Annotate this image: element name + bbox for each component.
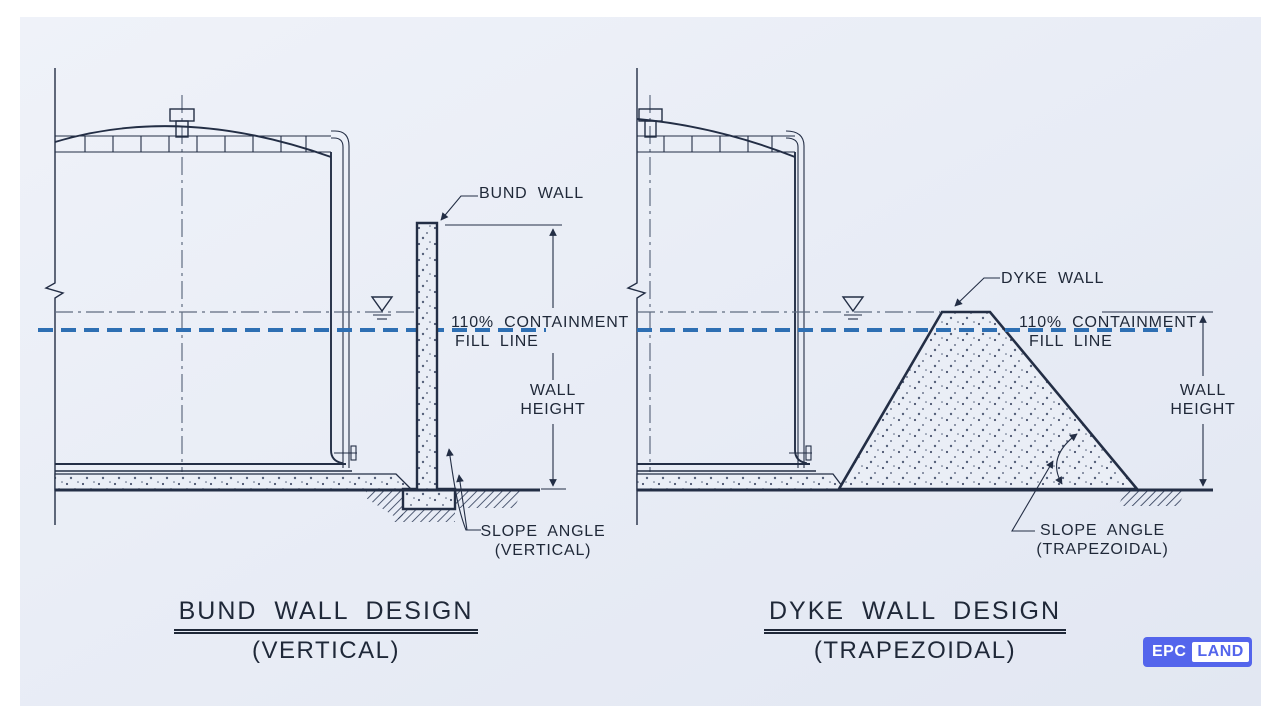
- slope-angle-label: SLOPE ANGLE (VERTICAL): [480, 523, 606, 559]
- bund-wall-leader-arrow: [440, 195, 478, 221]
- bund-wall-label: BUND WALL: [479, 185, 584, 202]
- tank-outlet-pipe: [785, 130, 812, 468]
- wall-height-dimension: [445, 224, 566, 490]
- tank-shell: [330, 152, 343, 464]
- paper-sheet: [20, 17, 1261, 706]
- storage-tank: [54, 108, 352, 472]
- ground-hatch: [388, 509, 455, 522]
- containment-fill-label-line2: FILL LINE: [455, 333, 539, 350]
- slope-angle-leader-arrow: [1011, 460, 1054, 532]
- containment-fill-label-line1: 110% CONTAINMENT: [451, 314, 630, 331]
- water-level-icon: [841, 296, 865, 320]
- wall-height-dimension: [1102, 311, 1213, 487]
- logo-suffix: LAND: [1192, 642, 1249, 662]
- ground-hatch: [455, 490, 523, 508]
- dyke-wall-leader-arrow: [954, 277, 1000, 307]
- left-diagram-title: BUND WALL DESIGN (VERTICAL): [160, 597, 492, 665]
- break-line-icon: [44, 68, 65, 525]
- slope-angle-arc-arrow: [1055, 433, 1078, 485]
- slope-angle-leader-arrow: [446, 448, 481, 531]
- containment-fill-label-line1: 110% CONTAINMENT: [1019, 314, 1198, 331]
- break-line-icon: [626, 68, 647, 525]
- concrete-pad: [636, 473, 847, 491]
- bund-wall-diagram: [38, 68, 566, 531]
- tank-handrail-posts: [663, 136, 773, 152]
- tank-handrail-posts: [84, 136, 307, 152]
- slope-angle-leader-arrow: [456, 474, 468, 531]
- slope-angle-label: SLOPE ANGLE (TRAPEZOIDAL): [1036, 522, 1169, 558]
- wall-height-label: WALL HEIGHT: [1170, 382, 1236, 418]
- concrete-pad: [54, 473, 414, 491]
- containment-fill-label-line2: FILL LINE: [1029, 333, 1113, 350]
- epc-land-logo: EPC LAND: [1143, 637, 1252, 667]
- tank-vent-nozzle-icon: [638, 108, 663, 138]
- right-diagram-title: DYKE WALL DESIGN (TRAPEZOIDAL): [745, 597, 1085, 665]
- ground-hatch: [1118, 490, 1186, 506]
- wall-height-label: WALL HEIGHT: [520, 382, 586, 418]
- logo-prefix: EPC: [1152, 643, 1187, 660]
- ground-hatch: [366, 490, 403, 522]
- tank-vent-nozzle-icon: [169, 108, 195, 138]
- tank-outlet-pipe: [331, 130, 357, 468]
- water-level-icon: [370, 296, 394, 320]
- dyke-wall-diagram: [626, 68, 1213, 532]
- dyke-wall-label: DYKE WALL: [1001, 270, 1105, 287]
